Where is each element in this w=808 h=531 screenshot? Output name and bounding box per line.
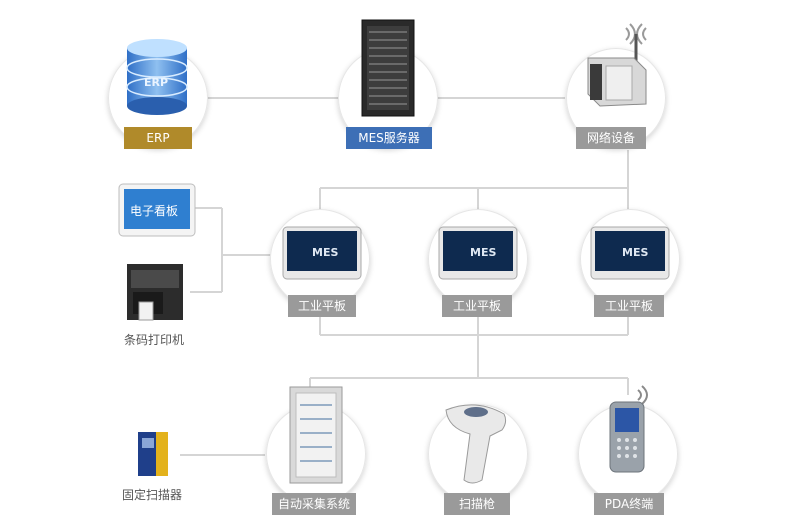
panel1-label: 工业平板: [288, 295, 356, 317]
tablet-icon: [282, 226, 362, 280]
pda-label: PDA终端: [594, 493, 664, 515]
printer-icon: [127, 264, 183, 321]
fixed-scanner-label: 固定扫描器: [122, 488, 183, 502]
tablet-icon: [590, 226, 670, 280]
database-icon: [126, 39, 188, 115]
printer-label: 条码打印机: [124, 333, 185, 347]
erp-label: ERP: [124, 127, 192, 149]
erp-db-text: ERP: [144, 76, 169, 89]
panel3-label: 工业平板: [594, 295, 664, 317]
panel2-screen-text: MES: [470, 246, 497, 259]
pda-icon: [609, 385, 648, 473]
collector-label: 自动采集系统: [272, 493, 356, 515]
router-icon: [587, 23, 647, 107]
barcode-gun-icon: [445, 404, 507, 484]
scanner-gun-label: 扫描枪: [444, 493, 510, 515]
panel2-label: 工业平板: [442, 295, 512, 317]
board-label: 电子看板: [130, 204, 179, 218]
server-rack-icon: [361, 19, 415, 117]
mes-server-label: MES服务器: [346, 127, 432, 149]
display-board-icon: [118, 183, 196, 237]
panel3-screen-text: MES: [622, 246, 649, 259]
network-label: 网络设备: [576, 127, 646, 149]
tablet-icon: [438, 226, 518, 280]
panel1-screen-text: MES: [312, 246, 339, 259]
scanner-icon: [138, 432, 168, 476]
cabinet-icon: [289, 386, 343, 484]
